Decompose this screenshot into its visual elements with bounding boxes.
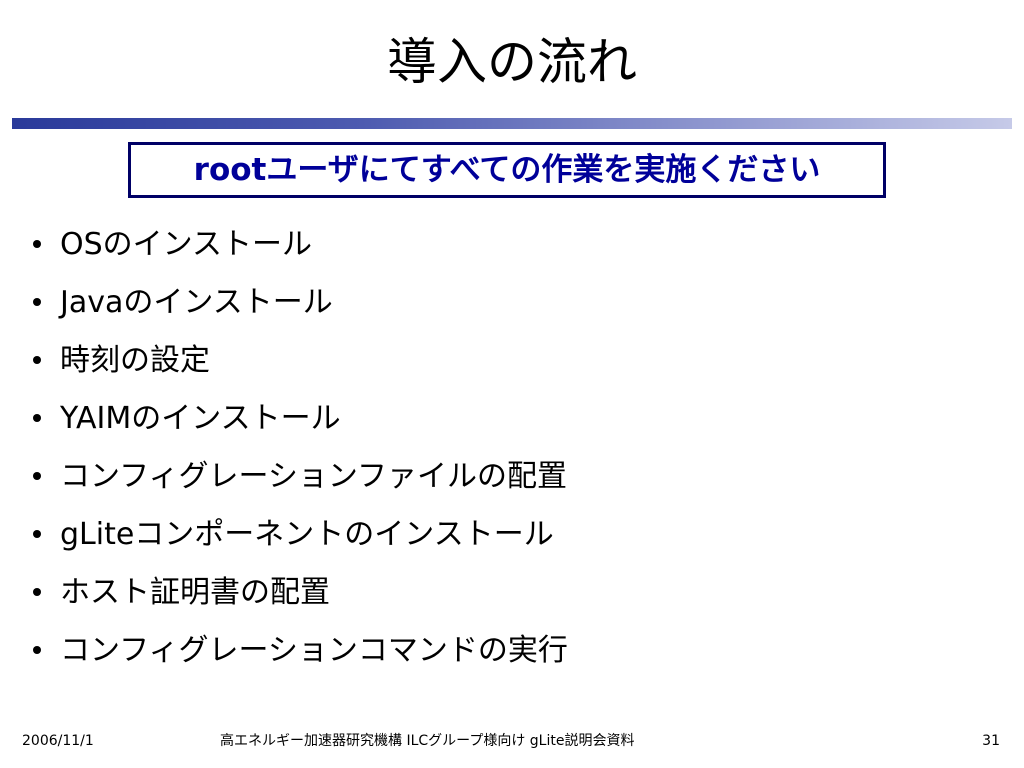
bullet-text: 時刻の設定 bbox=[60, 343, 210, 378]
bullet-text: コンフィグレーションファイルの配置 bbox=[60, 459, 567, 494]
callout-box: rootユーザにてすべての作業を実施ください bbox=[128, 142, 886, 198]
bullet-item: Javaのインストール bbox=[30, 280, 990, 338]
bullet-item: gLiteコンポーネントのインストール bbox=[30, 512, 990, 570]
bullet-icon bbox=[33, 356, 41, 364]
bullet-list: OSのインストール Javaのインストール 時刻の設定 YAIMのインストール … bbox=[30, 222, 990, 686]
bullet-item: ホスト証明書の配置 bbox=[30, 570, 990, 628]
bullet-item: 時刻の設定 bbox=[30, 338, 990, 396]
bullet-item: コンフィグレーションファイルの配置 bbox=[30, 454, 990, 512]
bullet-icon bbox=[33, 588, 41, 596]
bullet-text: OSのインストール bbox=[60, 227, 313, 262]
bullet-text: YAIMのインストール bbox=[60, 401, 341, 436]
bullet-text: Javaのインストール bbox=[60, 285, 333, 320]
bullet-text: gLiteコンポーネントのインストール bbox=[60, 517, 554, 552]
title-divider bbox=[12, 118, 1012, 129]
footer-date: 2006/11/1 bbox=[22, 733, 94, 749]
bullet-item: OSのインストール bbox=[30, 222, 990, 280]
bullet-icon bbox=[33, 240, 41, 248]
bullet-item: YAIMのインストール bbox=[30, 396, 990, 454]
bullet-icon bbox=[33, 530, 41, 538]
page-number: 31 bbox=[982, 733, 1000, 749]
bullet-icon bbox=[33, 298, 41, 306]
bullet-icon bbox=[33, 472, 41, 480]
footer-title: 高エネルギー加速器研究機構 ILCグループ様向け gLite説明会資料 bbox=[220, 733, 635, 749]
bullet-text: コンフィグレーションコマンドの実行 bbox=[60, 633, 568, 668]
bullet-text: ホスト証明書の配置 bbox=[60, 575, 330, 610]
slide-title: 導入の流れ bbox=[387, 33, 637, 91]
bullet-icon bbox=[33, 646, 41, 654]
bullet-icon bbox=[33, 414, 41, 422]
bullet-item: コンフィグレーションコマンドの実行 bbox=[30, 628, 990, 686]
